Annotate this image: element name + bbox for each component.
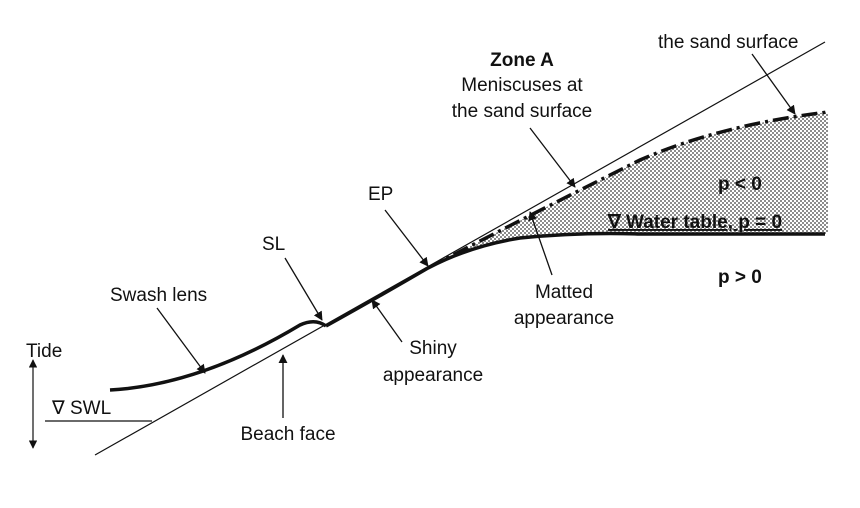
top-clipped-label: the sand surface <box>658 32 798 53</box>
tide-label: Tide <box>26 341 62 362</box>
water-table-label: ∇ Water table, p = 0 <box>607 212 782 233</box>
zone-a-arrow <box>529 127 576 188</box>
swash-lens-label: Swash lens <box>110 285 207 306</box>
water-table-line <box>325 231 825 328</box>
p-negative-label: p < 0 <box>718 174 762 195</box>
zone-a-line2: the sand surface <box>452 101 592 122</box>
beach-face-line <box>94 41 826 456</box>
zone-a-line1: Meniscuses at <box>461 75 583 96</box>
sl-arrow <box>284 257 323 321</box>
swl-label: ∇ SWL <box>51 398 111 419</box>
top-clipped-arrow <box>751 53 796 115</box>
zone-a-title: Zone A <box>490 50 554 71</box>
matted-label-line2: appearance <box>514 308 614 329</box>
ep-label: EP <box>368 184 393 205</box>
sl-label: SL <box>262 234 285 255</box>
shiny-label-line2: appearance <box>383 365 483 386</box>
sand-surface-dashed <box>427 110 829 270</box>
beach-face-label: Beach face <box>240 424 335 445</box>
ep-arrow <box>384 209 429 267</box>
matted-label-line1: Matted <box>535 282 593 303</box>
p-positive-label: p > 0 <box>718 267 762 288</box>
swash-lens-curve <box>109 320 328 392</box>
swash-lens-arrow <box>156 307 206 374</box>
unsaturated-zone-hatch <box>428 112 828 268</box>
shiny-arrow <box>371 299 403 343</box>
matted-arrow <box>528 211 553 276</box>
shiny-label-line1: Shiny <box>409 338 457 359</box>
